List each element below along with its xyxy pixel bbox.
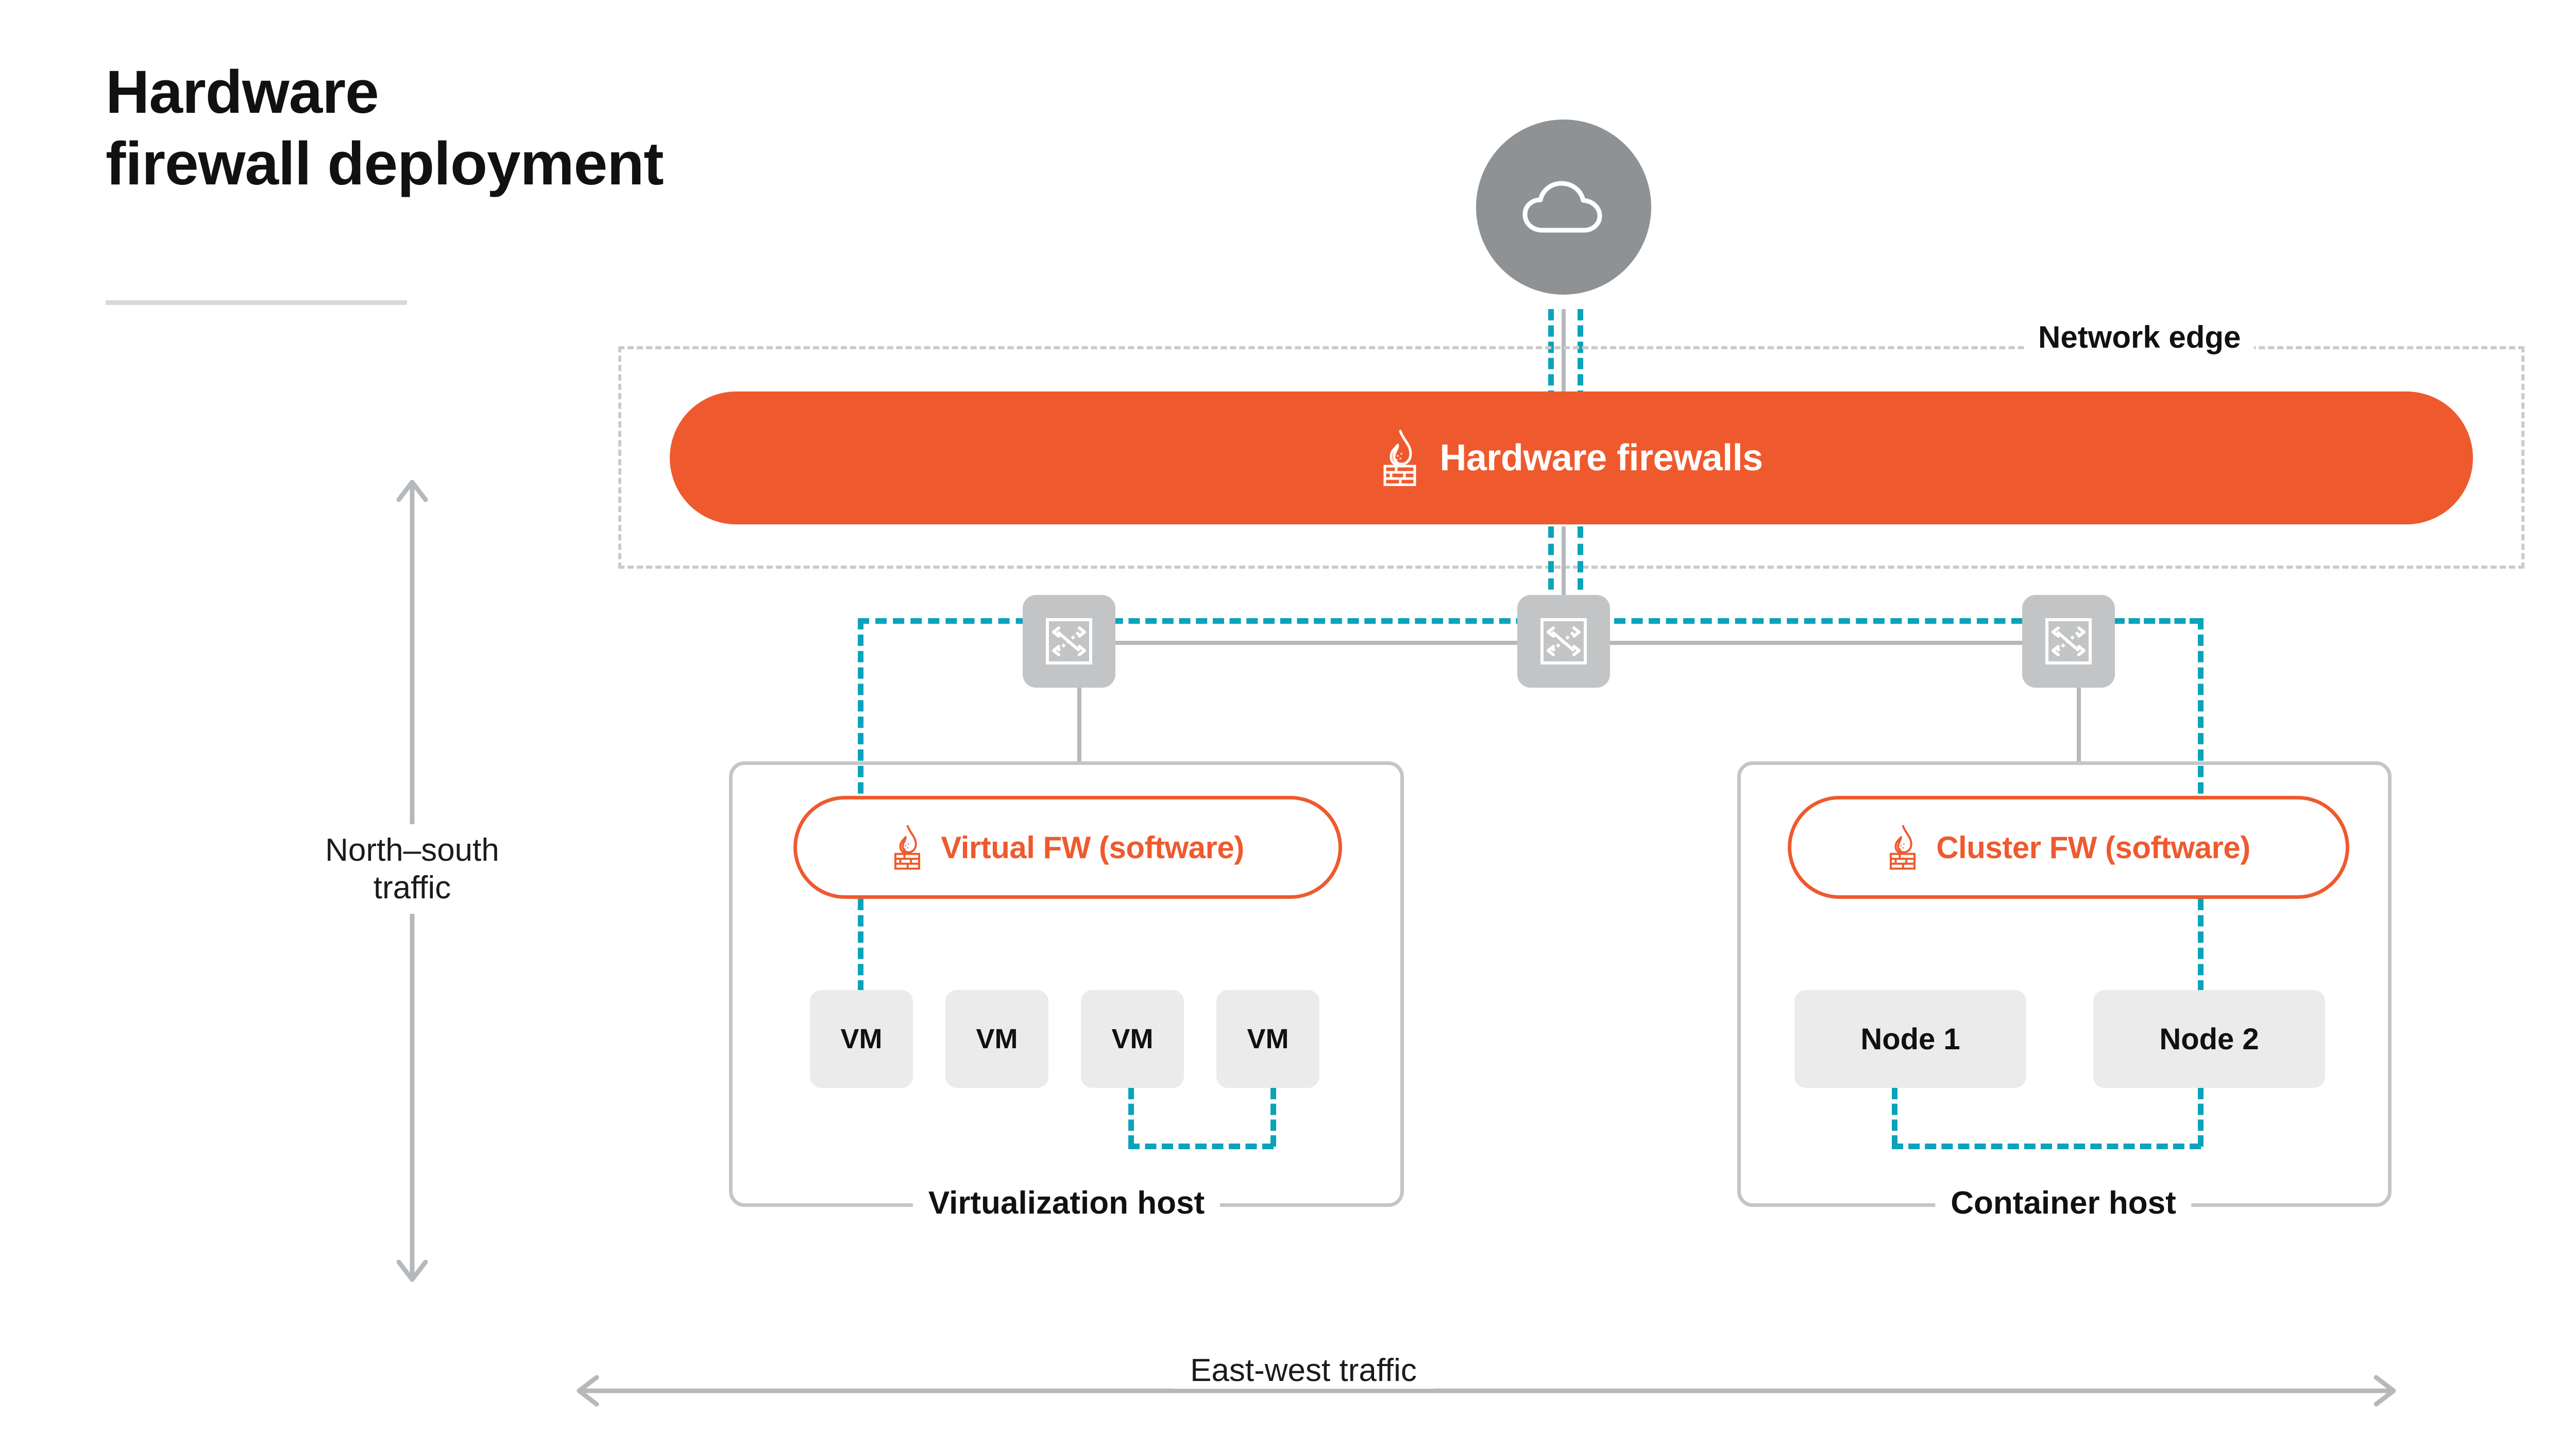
link-fw-switch-solid (1562, 526, 1566, 624)
node-tile-label: Node 2 (2159, 1022, 2259, 1056)
hardware-firewall-label: Hardware firewalls (1439, 437, 1763, 479)
node-tile-label: Node 1 (1860, 1022, 1960, 1056)
title-rule (106, 300, 407, 305)
link-cloud-fw-solid (1562, 309, 1566, 402)
link-node1-down (1892, 1088, 1897, 1147)
leg-switch-left (1077, 688, 1081, 765)
firewall-icon (1383, 430, 1416, 486)
cluster-firewall-label: Cluster FW (software) (1936, 830, 2250, 865)
leg-switch-right (2077, 688, 2081, 765)
east-west-arrow-icon (577, 1375, 2396, 1407)
switch-icon (1540, 618, 1587, 664)
vm-tile[interactable]: VM (810, 990, 913, 1088)
link-right-teal-horizontal (2113, 618, 2201, 624)
network-edge-label: Network edge (2025, 319, 2255, 355)
cloud-node (1476, 120, 1651, 295)
link-vm3-down (1128, 1088, 1134, 1147)
link-right-teal-vertical (2198, 618, 2204, 859)
switch-icon (2045, 618, 2092, 664)
switch-icon (1046, 618, 1092, 664)
network-edge-boundary (618, 346, 2524, 569)
link-left-teal-horizontal (858, 618, 1097, 624)
link-vm4-down (1270, 1088, 1276, 1147)
container-host-label: Container host (1935, 1185, 2192, 1221)
vm-tile[interactable]: VM (1216, 990, 1319, 1088)
link-vfw-to-vm1 (858, 899, 863, 992)
virtualization-host-label: Virtualization host (912, 1185, 1221, 1221)
vm-tile[interactable]: VM (945, 990, 1048, 1088)
firewall-icon (894, 825, 921, 870)
east-west-traffic-label: East-west traffic (1173, 1352, 1434, 1389)
link-node1-node2-bottom (1892, 1144, 2201, 1149)
node-tile[interactable]: Node 1 (1794, 990, 2026, 1088)
virtual-firewall-label: Virtual FW (software) (941, 830, 1244, 865)
link-fw-switch-teal-left (1548, 526, 1554, 624)
link-fw-switch-teal-right (1578, 526, 1583, 624)
hardware-firewall-bar[interactable]: Hardware firewalls (670, 391, 2473, 524)
link-cloud-fw-teal-right (1578, 309, 1583, 402)
link-left-teal-vertical (858, 618, 863, 859)
vm-tile-label: VM (1247, 1024, 1289, 1054)
east-west-axis (567, 1360, 2406, 1424)
vm-tile-label: VM (976, 1024, 1018, 1054)
link-vm3-vm4-bottom (1128, 1144, 1274, 1149)
node-tile[interactable]: Node 2 (2093, 990, 2325, 1088)
link-switches-teal-right (1580, 618, 2023, 624)
vm-tile-label: VM (840, 1024, 883, 1054)
link-cloud-fw-teal-left (1548, 309, 1554, 402)
cloud-icon (1522, 181, 1602, 233)
north-south-traffic-label: North–south traffic (268, 824, 556, 914)
link-switches-teal-left (1095, 618, 1561, 624)
switch-left[interactable] (1023, 595, 1115, 688)
link-cfw-to-node2 (2198, 899, 2204, 992)
switch-center[interactable] (1517, 595, 1610, 688)
cluster-firewall-pill[interactable]: Cluster FW (software) (1788, 796, 2349, 899)
firewall-icon (1890, 825, 1916, 870)
vm-tile[interactable]: VM (1081, 990, 1184, 1088)
switch-right[interactable] (2022, 595, 2115, 688)
link-node2-down (2198, 1088, 2204, 1147)
virtual-firewall-pill[interactable]: Virtual FW (software) (793, 796, 1342, 899)
vm-tile-label: VM (1111, 1024, 1154, 1054)
link-switches-solid-left (1095, 641, 1561, 645)
page-title: Hardware firewall deployment (106, 58, 664, 198)
link-switches-solid-right (1580, 641, 2023, 645)
